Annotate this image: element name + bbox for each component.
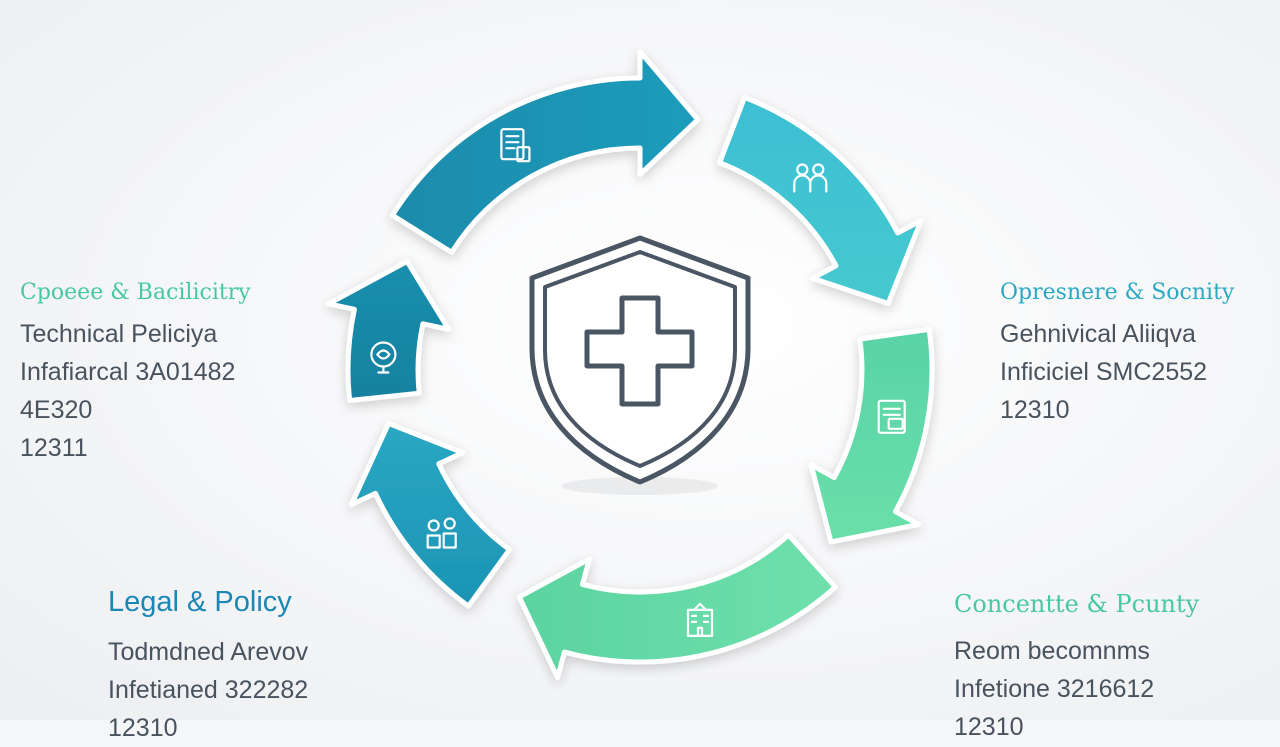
panel-heading: Cpoeee & Bacilicitry bbox=[20, 280, 251, 305]
panel-heading: Legal & Policy bbox=[108, 586, 292, 618]
panel-line: 12311 bbox=[20, 434, 88, 462]
team-icon bbox=[426, 517, 457, 549]
cycle-arrow bbox=[808, 326, 935, 545]
panel-heading: Concentte & Pcunty bbox=[954, 590, 1200, 618]
cycle-arrow bbox=[717, 94, 924, 306]
panel-line: 4E320 bbox=[20, 396, 93, 424]
cycle-arrow bbox=[326, 258, 452, 403]
panel-bottom-left: Legal & Policy Todmdned Arevov Infetiane… bbox=[108, 586, 308, 747]
panel-line: Infetianed 322282 bbox=[108, 676, 309, 704]
lightbulb-icon bbox=[370, 341, 397, 374]
cycle-arrow bbox=[389, 49, 701, 255]
panel-left: Cpoeee & Bacilicitry Technical Peliciya … bbox=[20, 280, 251, 467]
panel-line: Gehnivical Aliiqva bbox=[1000, 320, 1196, 348]
panel-line: Technical Peliciya bbox=[20, 320, 218, 348]
cycle-arrow bbox=[348, 420, 512, 609]
clipboard-icon bbox=[877, 399, 906, 434]
shield-shadow bbox=[562, 477, 718, 495]
building-icon bbox=[686, 602, 714, 638]
shield-cross-icon bbox=[529, 235, 751, 485]
panel-line: 12310 bbox=[954, 713, 1024, 741]
cycle-arrow bbox=[516, 532, 838, 681]
document-icon bbox=[500, 128, 531, 163]
panel-line: Infetione 3216612 bbox=[954, 675, 1155, 703]
cycle-graphic bbox=[326, 49, 935, 681]
panel-line: Infafiarcal 3A01482 bbox=[20, 358, 236, 386]
panel-heading: Opresnere & Socnity bbox=[1000, 280, 1235, 305]
panel-line: Reom becomnms bbox=[954, 637, 1150, 665]
panel-line: 12310 bbox=[1000, 396, 1070, 424]
panel-line: Todmdned Arevov bbox=[108, 638, 309, 666]
panel-line: 12310 bbox=[108, 714, 178, 742]
panel-right: Opresnere & Socnity Gehnivical Aliiqva I… bbox=[1000, 280, 1234, 429]
people-icon bbox=[793, 163, 828, 193]
panel-line: Inficiciel SMC2552 bbox=[1000, 358, 1208, 386]
panel-bottom-right: Concentte & Pcunty Reom becomnms Infetio… bbox=[954, 590, 1199, 746]
